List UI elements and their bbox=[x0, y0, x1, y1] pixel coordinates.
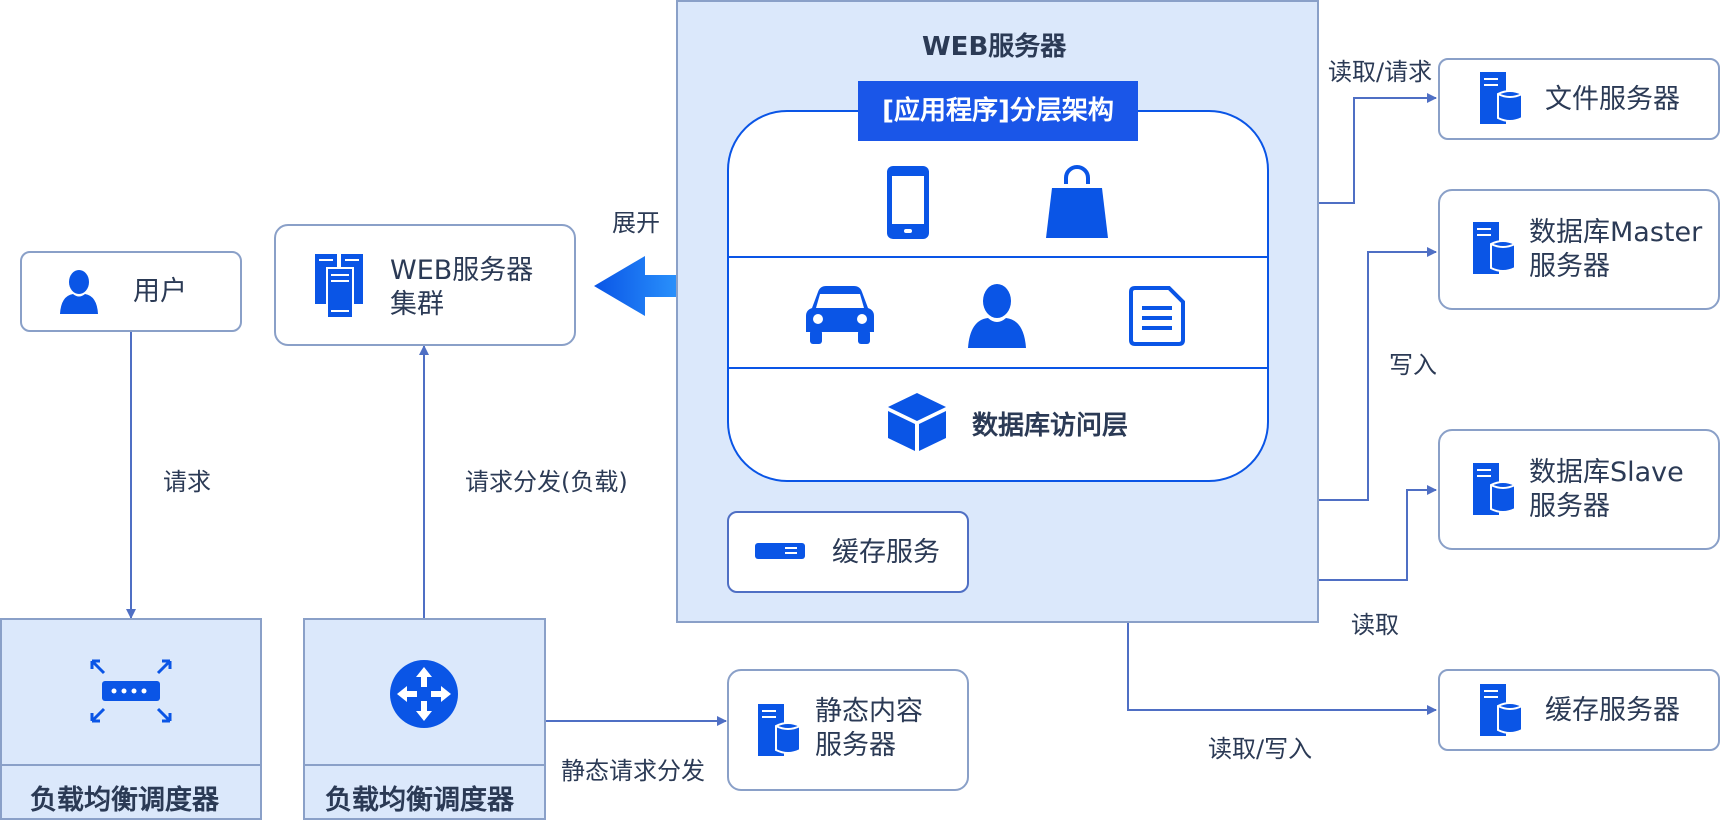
person-icon bbox=[968, 284, 1026, 348]
app-layer-title: [应用程序]分层架构 bbox=[858, 81, 1138, 141]
server-db-icon bbox=[1480, 72, 1523, 124]
db-master-label-1: 数据库Master bbox=[1529, 217, 1703, 248]
server-db-icon bbox=[758, 704, 801, 756]
load-balancer-1 bbox=[0, 618, 262, 820]
app-layer-divider-1 bbox=[728, 256, 1268, 258]
edge-label-read-request: 读取/请求 bbox=[1328, 58, 1433, 86]
user-icon bbox=[60, 270, 98, 314]
server-db-icon bbox=[1473, 222, 1516, 274]
router-icon bbox=[390, 660, 458, 728]
server-cluster-icon bbox=[315, 254, 363, 319]
file-server-label: 文件服务器 bbox=[1545, 84, 1680, 115]
expand-arrow-icon bbox=[594, 256, 692, 316]
edge-label-static-dispatch: 静态请求分发 bbox=[561, 757, 705, 785]
db-access-layer-label: 数据库访问层 bbox=[972, 411, 1129, 441]
mobile-icon bbox=[887, 166, 929, 239]
rack-server-icon bbox=[755, 543, 805, 559]
app-layer-divider-2 bbox=[728, 367, 1268, 369]
user-node bbox=[20, 251, 242, 332]
static-server-label-2: 服务器 bbox=[815, 730, 896, 761]
server-db-icon bbox=[1480, 684, 1523, 736]
network-switch-icon bbox=[90, 659, 172, 723]
cube-icon bbox=[888, 393, 946, 451]
db-master-label-2: 服务器 bbox=[1529, 251, 1610, 282]
static-server-label-1: 静态内容 bbox=[815, 696, 923, 727]
db-slave-label-1: 数据库Slave bbox=[1529, 457, 1684, 488]
lb2-label: 负载均衡调度器 bbox=[325, 785, 514, 816]
web-server-title: WEB服务器 bbox=[922, 32, 1067, 62]
web-cluster-label-2: 集群 bbox=[390, 289, 444, 320]
car-icon bbox=[806, 286, 874, 344]
edge-label-expand: 展开 bbox=[612, 209, 660, 237]
web-cluster-label-1: WEB服务器 bbox=[390, 255, 534, 286]
edge-label-read: 读取 bbox=[1351, 611, 1399, 639]
lb1-divider bbox=[0, 764, 262, 766]
shopping-bag-icon bbox=[1046, 165, 1108, 238]
lb2-divider bbox=[303, 764, 546, 766]
edge-label-write: 写入 bbox=[1389, 351, 1437, 379]
edge-label-request: 请求 bbox=[163, 468, 211, 496]
document-icon bbox=[1129, 286, 1185, 346]
lb1-label: 负载均衡调度器 bbox=[30, 785, 219, 816]
user-label: 用户 bbox=[133, 276, 187, 307]
cache-service-label: 缓存服务 bbox=[832, 537, 940, 568]
edge-label-read-write: 读取/写入 bbox=[1208, 735, 1313, 763]
cache-server-label: 缓存服务器 bbox=[1545, 695, 1680, 726]
db-slave-label-2: 服务器 bbox=[1529, 491, 1610, 522]
server-db-icon bbox=[1473, 463, 1516, 515]
edge-label-dispatch: 请求分发(负载) bbox=[465, 468, 628, 496]
